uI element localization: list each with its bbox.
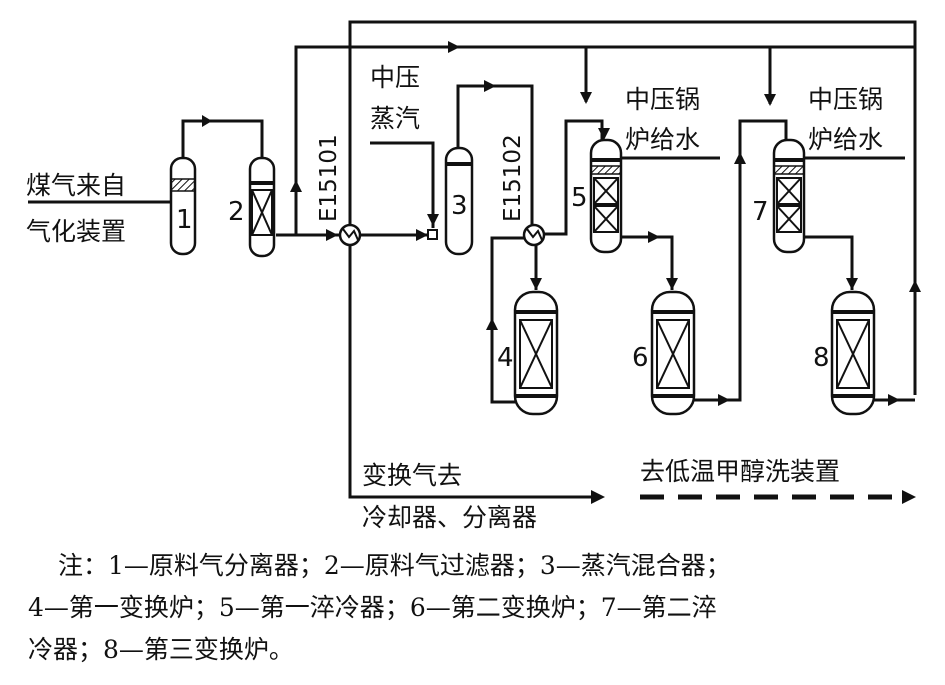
piping [28,20,921,504]
label-gas-source-2: 气化装置 [26,217,126,246]
process-flow-diagram: 煤气来自 气化装置 中压 蒸汽 中压锅 炉给水 中压锅 炉给水 变换气去 冷却器… [26,20,921,532]
label-bfw1-2: 炉给水 [625,125,700,154]
top-recycle-line [348,20,917,225]
figure-note: 注：1—原料气分离器；2—原料气过滤器；3—蒸汽混合器； 4—第一变换炉；5—第… [28,545,928,671]
label-shifted-gas-2: 冷却器、分离器 [362,503,537,532]
shift-reactor-8 [830,290,876,416]
note-line-3: 冷器；8—第三变换炉。 [28,635,294,664]
line-5-to-6 [620,235,674,290]
equipment-number-4: 4 [497,343,514,373]
exchanger-e15101 [338,223,362,247]
shifted-gas-line [348,245,595,499]
exchanger-e15102 [522,223,546,247]
tag-e15102: E15102 [500,134,526,222]
label-to-rectisol: 去低温甲醇洗装置 [640,457,840,486]
line-7-to-8 [803,235,854,290]
equipment-number-2: 2 [228,197,245,227]
equipment-number-6: 6 [632,343,649,373]
shift-reactor-6 [650,290,696,416]
label-mp-steam-2: 蒸汽 [370,104,420,133]
equipment-number-1: 1 [176,205,193,235]
shift-reactor-4 [513,290,559,416]
steam-mixer-3 [444,146,474,256]
equipment-number-8: 8 [813,343,830,373]
label-mp-steam-1: 中压 [370,63,420,92]
steam-mixer-nozzle [427,229,438,240]
tag-e15101: E15101 [316,134,342,222]
label-bfw2-1: 中压锅 [808,85,883,114]
label-shifted-gas-1: 变换气去 [362,461,462,490]
equipment-number-7: 7 [752,197,769,227]
filter-2 [248,156,276,258]
equipment-number-3: 3 [451,191,468,221]
label-bfw2-2: 炉给水 [808,125,883,154]
label-gas-source-1: 煤气来自 [26,171,126,200]
quench-cooler-7 [772,138,806,254]
line-e15102-to-5 [542,119,604,236]
separator-1 [169,156,197,256]
note-line-1: 注：1—原料气分离器；2—原料气过滤器；3—蒸汽混合器； [58,551,731,580]
label-bfw1-1: 中压锅 [625,85,700,114]
equipment-number-5: 5 [571,183,588,213]
line-1-to-2 [181,119,264,160]
quench-cooler-5 [589,138,623,254]
mp-steam-line [370,141,435,228]
bypass-header [294,45,917,395]
note-line-2: 4—第一变换炉；5—第一淬冷器；6—第二变换炉；7—第二淬 [28,593,717,622]
